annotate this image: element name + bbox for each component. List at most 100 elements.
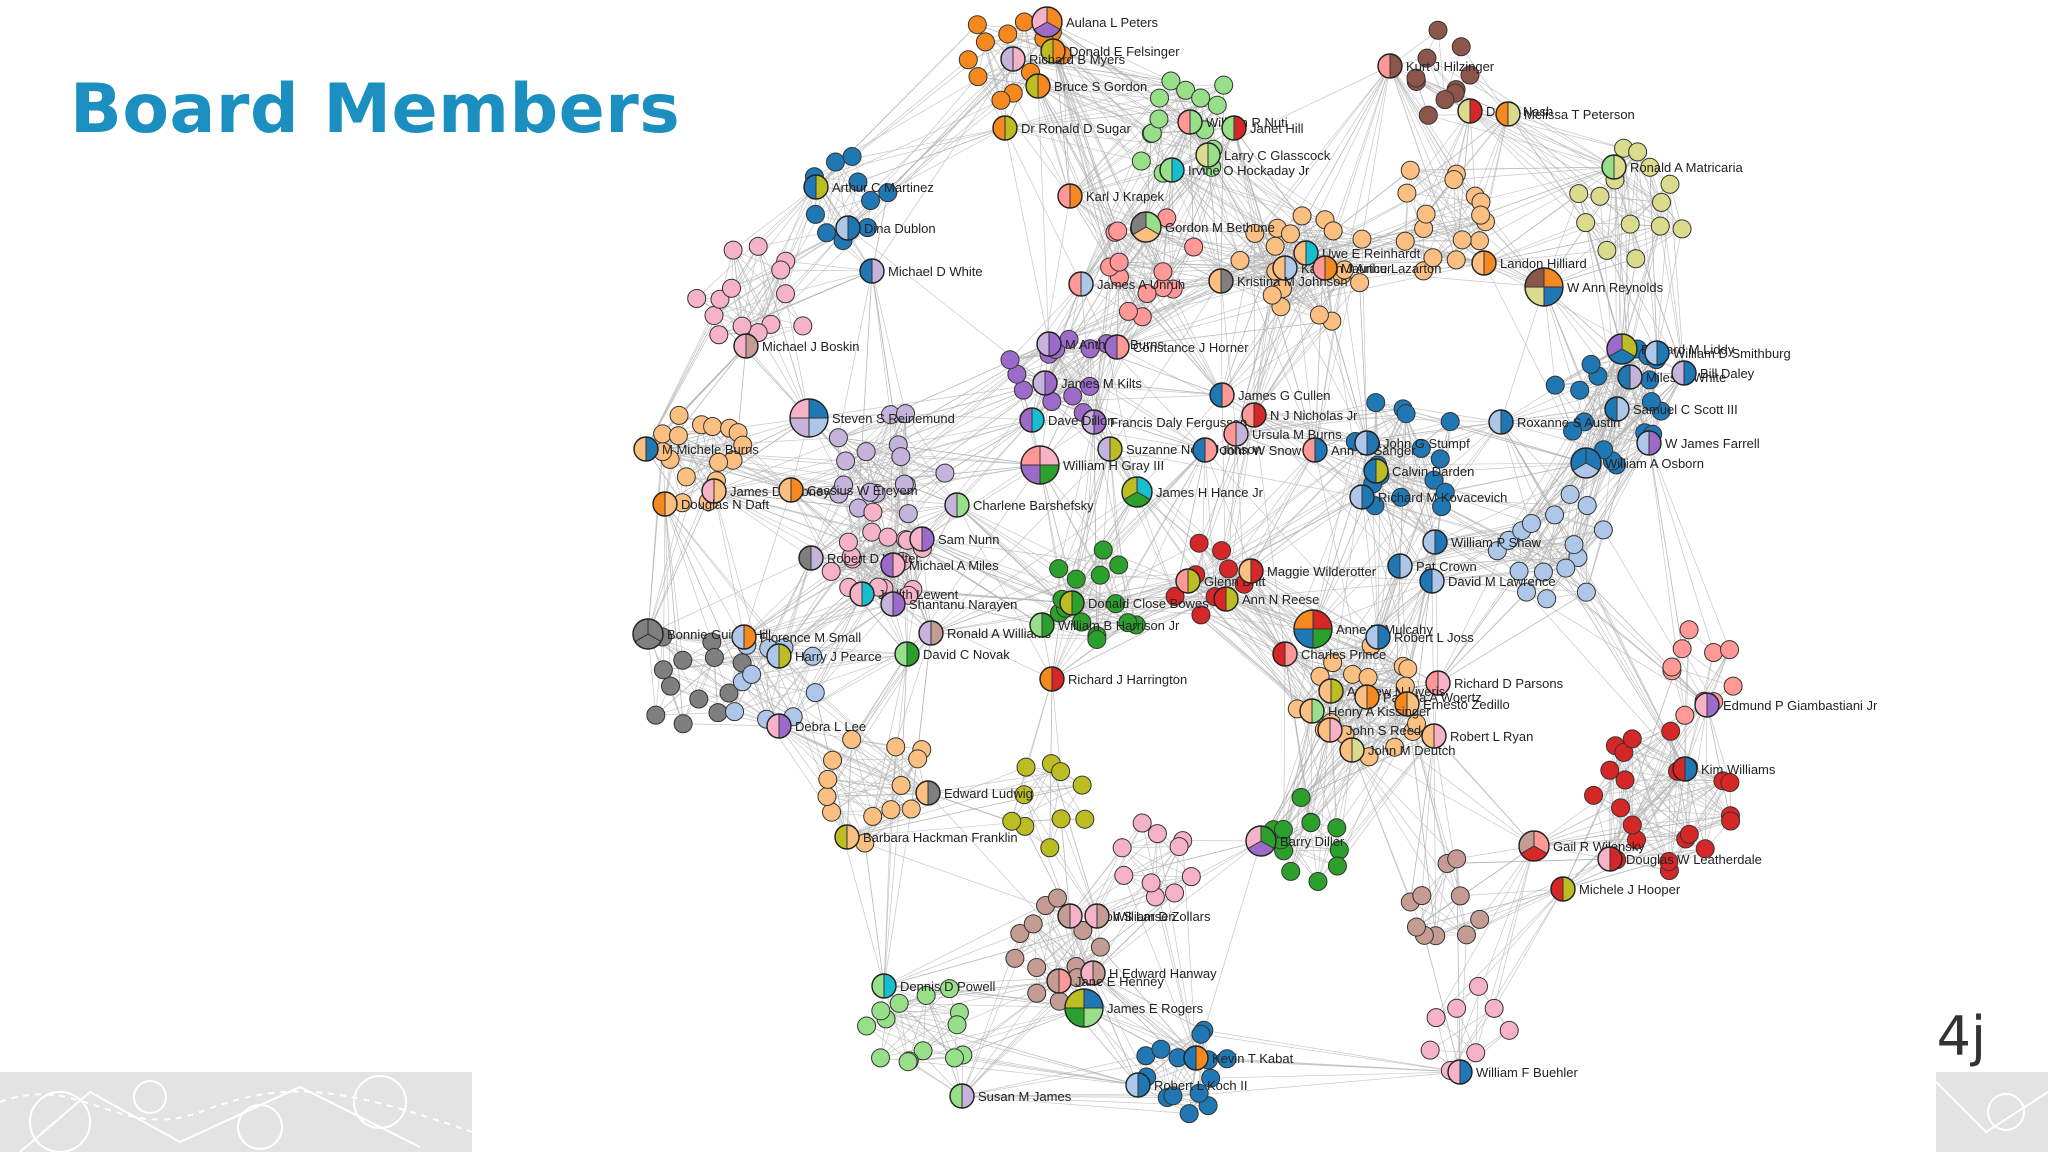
edge [1210,1071,1461,1079]
edge [645,299,721,450]
board-member-node [1002,811,1022,831]
edge [1648,442,1683,649]
board-member-node [668,426,688,446]
board-member-node [1569,184,1589,204]
edge [1052,50,1140,229]
hub-outline [1223,421,1249,447]
hub-node: Michael J Boskin [733,333,860,359]
board-member-node [1151,1039,1171,1059]
board-member-node [660,676,680,696]
hub-node: John G Stumpf [1354,430,1470,456]
hub-node: William B Harrison Jr [1029,612,1180,638]
edge [1109,280,1222,450]
board-member-node [1521,513,1541,533]
hub-node: Ronald A Williams [918,620,1052,646]
hub-node: Maggie Wilderotter [1238,558,1377,584]
edge [1616,148,1624,410]
member-label: William P Shaw [1451,535,1542,550]
edge [851,739,918,760]
hub-node: James G Cullen [1209,382,1330,408]
edge [1483,222,1586,264]
edge [1416,845,1535,928]
edge [1051,348,1091,402]
edge [1283,653,1286,851]
member-label: Michele J Hooper [1579,882,1681,897]
edge [808,382,1046,419]
hub-slice [930,620,944,646]
edge [930,632,1097,640]
hub-outline [1365,624,1391,650]
decorative-strip-left [0,1072,472,1152]
board-member-node [894,474,914,494]
edge [713,490,780,727]
hub-outline [1036,331,1062,357]
edge [1220,280,1237,435]
edge [746,603,894,646]
board-member-node [1556,558,1576,578]
board-member-node [945,1048,965,1068]
member-label: Barbara Hackman Franklin [863,830,1018,845]
board-member-node [1153,262,1173,282]
board-member-node [863,502,883,522]
hub-slice [633,436,647,462]
edge [1629,151,1638,225]
edge [1585,347,1620,464]
edge [1253,414,1502,423]
edge [832,760,873,817]
edge [872,632,932,817]
board-member-node [1010,924,1030,944]
edge [1048,228,1140,345]
edge [1329,682,1439,731]
hub-outline [1318,678,1344,704]
edge [1045,905,1060,982]
hub-outline [1447,1059,1473,1085]
edge [1612,372,1685,462]
edge [1312,506,1442,630]
edge [713,490,745,638]
member-label: Gordon M Bethune [1165,220,1275,235]
board-member-node [1014,12,1034,32]
hub-outline [880,552,906,578]
edge [1330,690,1395,748]
member-label: James H Hance Jr [1156,485,1264,500]
edge [1312,441,1356,630]
edge [647,426,713,635]
edge [664,503,684,661]
hub-outline [880,591,906,617]
edge [905,413,1033,421]
edge [908,419,1033,514]
hub-slice [1221,382,1235,408]
hub-slice [906,641,920,667]
edge [1324,267,1363,498]
edge [1355,421,1502,442]
member-label: David M Lawrence [1448,574,1556,589]
edge [880,1003,900,1059]
board-member-node [1564,535,1584,555]
edge [831,749,922,813]
member-label: Florence M Small [760,630,861,645]
edge [880,1012,960,1059]
edge [1562,771,1678,890]
hub-node: Karl J Krapek [1057,183,1165,209]
edge [1361,496,1544,573]
hub-outline [1241,402,1267,428]
edge [832,759,929,794]
hub-node: Barry Diller [1245,825,1345,857]
board-member-node [1066,569,1086,589]
edge [1435,863,1448,936]
edge [1189,121,1291,235]
edge [1435,888,1564,937]
edge [1081,598,1227,623]
edge [1069,154,1209,197]
hub-node: William D Smithburg [1644,340,1791,366]
hub-node: Landon Hilliard [1471,250,1587,276]
edge [883,809,892,987]
edge [1366,421,1502,444]
edge [757,246,772,325]
board-member-node [1049,559,1069,579]
hub-node: M Anthony Burns [1036,331,1164,357]
member-label: Henry A Kissinger [1328,704,1431,719]
edge [1361,239,1368,444]
board-member-node [704,647,724,667]
